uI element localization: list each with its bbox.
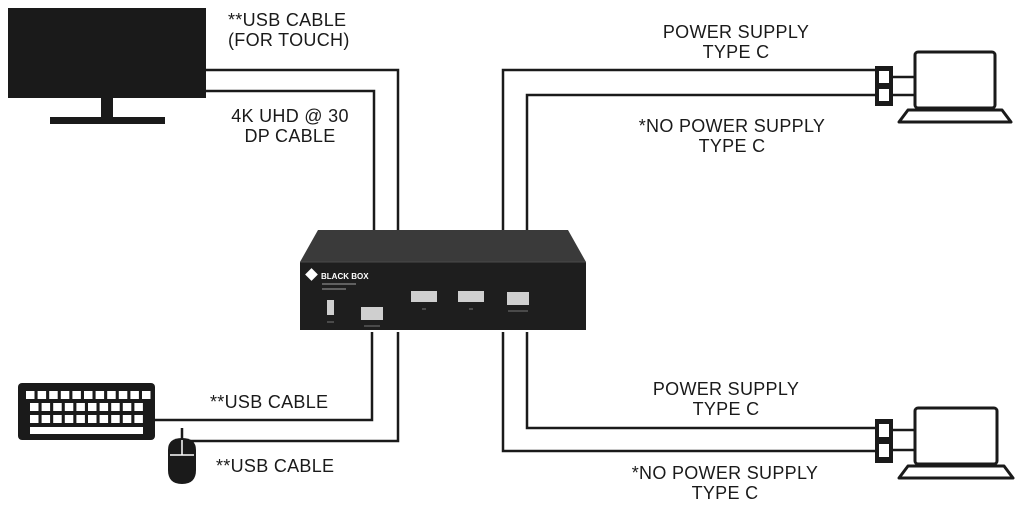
keyboard-key — [37, 391, 47, 399]
keyboard-key — [142, 391, 151, 399]
keyboard-key — [134, 415, 143, 423]
keyboard-key — [99, 415, 109, 423]
top-laptop-icon — [897, 50, 1013, 124]
mouse-usb-label: **USB CABLE — [216, 456, 335, 476]
bottom-usbc-connector-icon — [875, 419, 915, 463]
keyboard-key — [64, 415, 74, 423]
keyboard-key — [107, 391, 116, 399]
keyboard-usb-label: **USB CABLE — [210, 392, 329, 412]
usb-touch-label: **USB CABLE (FOR TOUCH) — [228, 10, 350, 50]
keyboard-spacebar — [30, 427, 143, 434]
keyboard-key — [49, 391, 58, 399]
bottom-power-label: POWER SUPPLY TYPE C — [652, 379, 800, 419]
keyboard-key — [60, 391, 70, 399]
keyboard-key — [53, 403, 62, 411]
keyboard-key — [53, 415, 62, 423]
keyboard-key — [76, 415, 85, 423]
keyboard-key — [134, 403, 143, 411]
mouse-usb-cable — [180, 332, 400, 443]
keyboard-key — [122, 415, 132, 423]
keyboard-key — [99, 403, 109, 411]
mouse-icon — [168, 438, 196, 484]
keyboard-key — [111, 415, 120, 423]
keyboard-key — [41, 403, 51, 411]
keyboard-usb-cable — [155, 332, 374, 422]
top-nopower-cable — [525, 93, 875, 232]
usb-port-front — [327, 300, 334, 315]
usb-touch-cable — [206, 68, 400, 232]
keyboard-key — [30, 403, 39, 411]
kvm-switch: BLACK BOX — [300, 230, 586, 330]
brand-logo-icon — [305, 268, 318, 281]
top-power-label: POWER SUPPLY TYPE C — [662, 22, 810, 62]
select-button-2 — [458, 291, 484, 302]
bottom-nopower-cable — [501, 332, 875, 453]
keyboard-key — [41, 415, 51, 423]
monitor-icon — [8, 8, 206, 124]
keyboard-key — [130, 391, 139, 399]
keyboard-key — [30, 415, 39, 423]
keyboard-key — [88, 415, 97, 423]
brand-name: BLACK BOX — [321, 272, 369, 281]
keyboard-key — [26, 391, 35, 399]
bottom-power-cable — [525, 332, 875, 430]
top-usbc-connector-icon — [875, 66, 915, 106]
keyboard-key — [76, 403, 85, 411]
keyboard-key — [84, 391, 93, 399]
top-power-cable — [501, 68, 875, 232]
bottom-laptop-icon — [897, 406, 1015, 480]
usb-c-port — [507, 292, 529, 305]
top-nopower-label: *NO POWER SUPPLY TYPE C — [638, 116, 826, 156]
select-button-1 — [411, 291, 437, 302]
keyboard-key — [88, 403, 97, 411]
keyboard-key — [111, 403, 120, 411]
keyboard-key — [118, 391, 128, 399]
keyboard-key — [122, 403, 132, 411]
keyboard-key — [72, 391, 81, 399]
keyboard-key — [95, 391, 105, 399]
bottom-nopower-label: *NO POWER SUPPLY TYPE C — [631, 463, 819, 503]
keyboard-icon — [18, 383, 155, 440]
usb-port-keyboard — [361, 307, 383, 320]
dp-cable — [206, 89, 376, 232]
keyboard-key — [64, 403, 74, 411]
dp-cable-label: 4K UHD @ 30 DP CABLE — [231, 106, 349, 146]
